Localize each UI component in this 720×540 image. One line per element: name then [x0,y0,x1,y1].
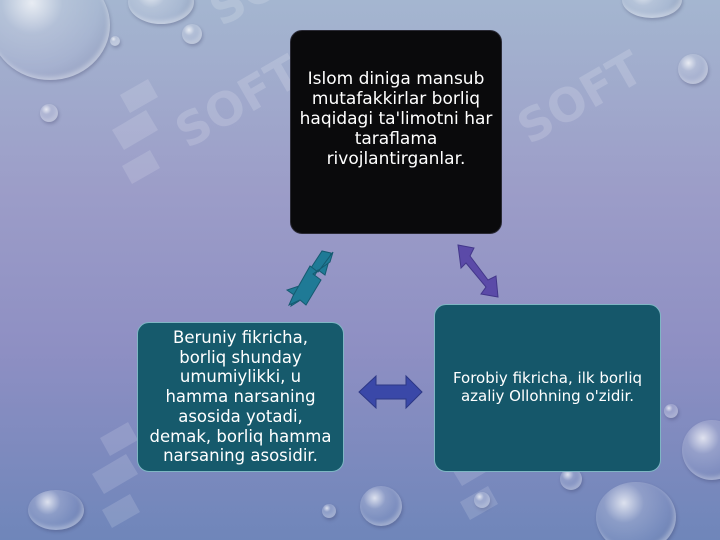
node-top-text: Islom diniga mansub mutafakkirlar borliq… [299,68,493,170]
node-right: Forobiy fikricha, ilk borliq azaliy Ollo… [434,304,661,472]
water-droplet [596,482,676,540]
water-droplet [110,36,120,46]
water-droplet [28,490,84,530]
water-droplet [182,24,202,44]
water-droplet [322,504,336,518]
node-left: Beruniy fikricha, borliq shunday umumiyl… [137,322,344,472]
node-right-text: Forobiy fikricha, ilk borliq azaliy Ollo… [452,369,643,405]
water-droplet [622,0,682,18]
water-droplet [474,492,490,508]
water-droplet [560,468,582,490]
water-droplet [360,486,402,526]
water-droplet [678,54,708,84]
water-droplet [664,404,678,418]
arrow-top-right [457,244,499,298]
node-left-text: Beruniy fikricha, borliq shunday umumiyl… [149,327,332,466]
arrow-top-left [285,250,334,308]
arrow-left-right [358,374,423,410]
node-top: Islom diniga mansub mutafakkirlar borliq… [290,30,502,234]
water-droplet [40,104,58,122]
